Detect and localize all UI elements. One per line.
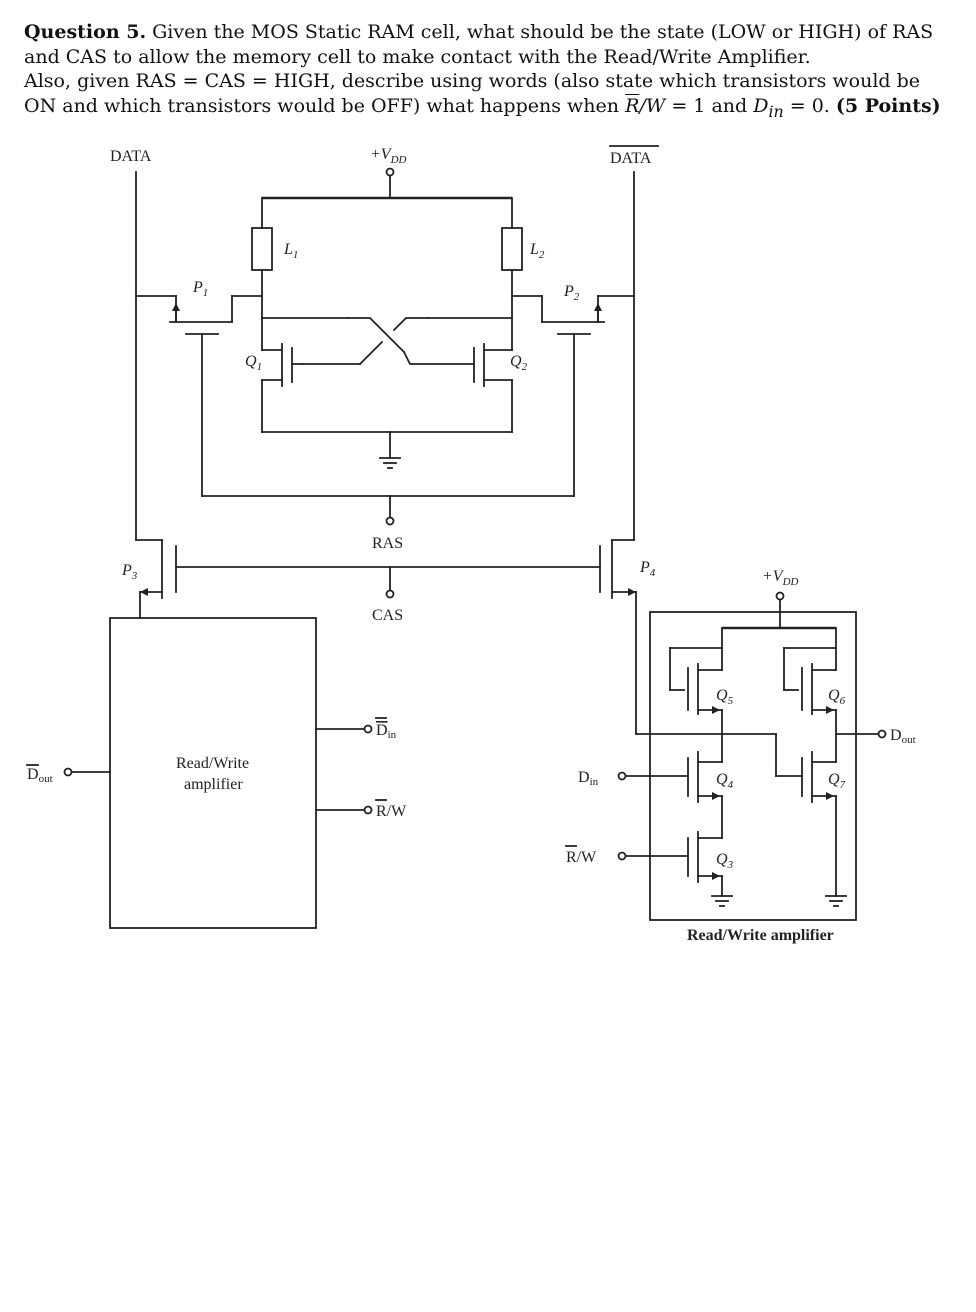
q5-arrow [712,706,720,714]
q1-label: Q1 [245,353,262,373]
vdd-top-label: +VDD [370,146,407,166]
data-left-label: DATA [110,148,152,165]
rw-bar-terminal [363,805,373,815]
ras-label: RAS [372,535,403,552]
din-amp-terminal [617,771,627,781]
vdd-amp-label: +VDD [762,568,799,588]
q6-arrow [826,706,834,714]
din-d: D [753,94,769,117]
din-bar-label: Din [376,722,397,741]
rw-block-line1: Read/Write [176,755,249,772]
q2-label: Q2 [510,353,528,373]
rw-w: /W [639,94,666,117]
p2-label: P2 [563,283,580,303]
question-text: Question 5. Given the MOS Static RAM cel… [24,20,954,124]
dout-terminal [877,729,887,739]
p4-label: P4 [639,559,656,579]
din-sub: in [768,101,784,121]
p3-label: P3 [121,562,138,582]
rw-amp-label: R/W [566,849,597,866]
q3-arrow [712,872,720,880]
l2-load-resistor [501,227,523,271]
p1-label: P1 [192,279,208,299]
points-label: (5 Points) [835,94,941,117]
p4-arrow [628,588,636,596]
l1-label: L1 [283,241,298,261]
din-amp-label: Din [578,769,599,788]
din-bar-terminal [363,724,373,734]
cross-wire-a [347,317,406,354]
q7-label: Q7 [828,771,846,791]
vdd-amp-terminal [775,591,785,601]
q3-label: Q3 [716,851,734,871]
p3-arrow [140,588,148,596]
dout-bar-terminal [63,767,73,777]
question-paragraph-2: Also, given RAS = CAS = HIGH, describe u… [24,69,954,124]
dout-label: Dout [890,727,916,746]
rw-amp-terminal [617,851,627,861]
cross-wire-b [358,317,429,366]
q4-label: Q4 [716,771,734,791]
ras-terminal [385,516,395,526]
question-body-2b: = 1 and [665,94,754,117]
rw-bar-label: R/W [376,803,407,820]
q7-arrow [826,792,834,800]
q5-label: Q5 [716,687,734,707]
q6-label: Q6 [828,687,846,707]
rw-r-bar: R [625,94,640,117]
dout-bar-label: Dout [27,766,53,785]
cas-label: CAS [372,607,403,624]
question-number: Question 5. [24,21,147,43]
question-paragraph-1: Question 5. Given the MOS Static RAM cel… [24,20,954,69]
data-right-label: DATA [610,150,652,167]
question-body-2a: Also, given RAS = CAS = HIGH, describe u… [24,70,921,117]
vdd-top-terminal [385,167,395,177]
l1-load-resistor [251,227,273,271]
amplifier-caption: Read/Write amplifier [687,927,834,944]
cas-terminal [385,589,395,599]
amplifier-detail-box [649,611,857,921]
question-body-1: Given the MOS Static RAM cell, what shou… [24,21,934,68]
l2-label: L2 [529,241,545,261]
question-body-2c: = 0. [783,94,836,117]
node-a-to-q2-gate [402,350,475,365]
read-write-amplifier-block [109,617,317,929]
q4-arrow [712,792,720,800]
p1-arrow [172,303,180,311]
rw-block-line2: amplifier [184,776,243,793]
